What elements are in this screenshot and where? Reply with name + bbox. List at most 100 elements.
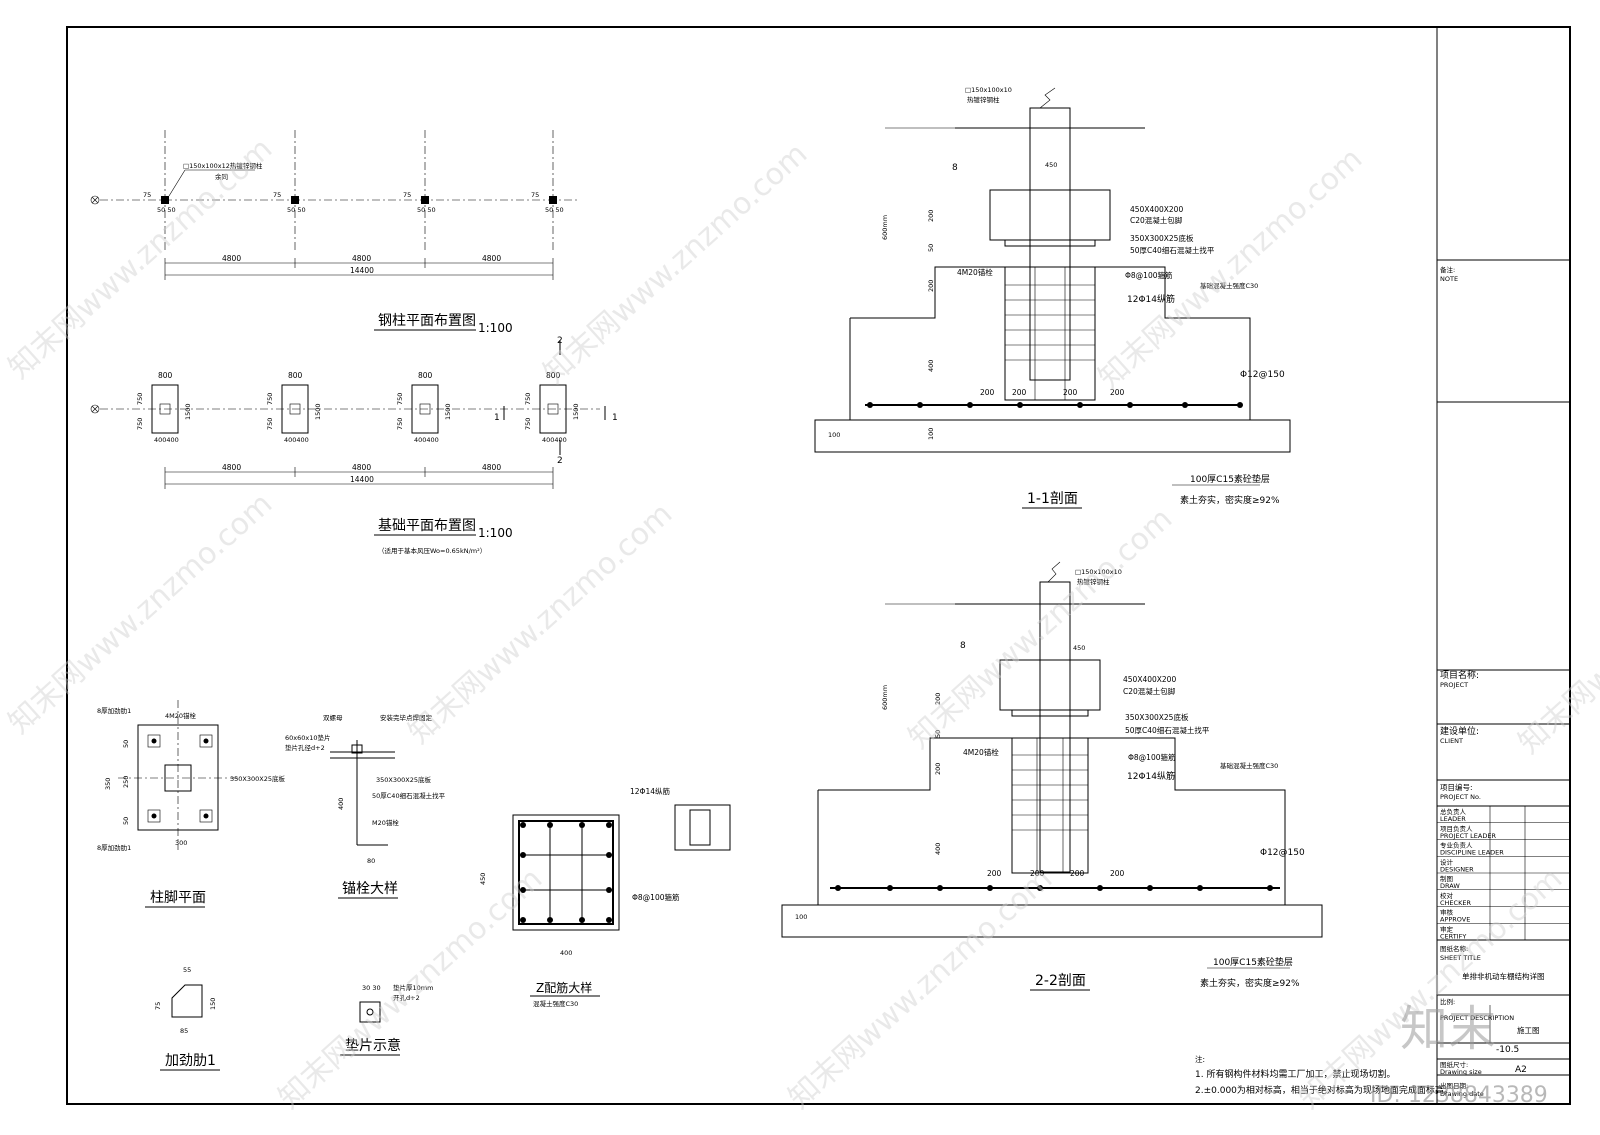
svg-text:1: 1 [494,413,500,423]
svg-text:350X300X25底板: 350X300X25底板 [376,775,431,784]
svg-text:Φ8@100箍筋: Φ8@100箍筋 [1128,752,1176,762]
svg-text:200: 200 [1110,869,1125,878]
z-rebar-detail: 12Φ14纵筋 Φ8@100箍筋 450 400 Z配筋大样 混凝土强度C30 [479,786,731,1008]
svg-text:项目名称:: 项目名称: [1440,669,1479,681]
svg-text:知末网www.znzmo.com: 知末网www.znzmo.com [782,861,1059,1116]
title-block-role-en: PROJECT LEADER [1440,832,1496,840]
column-plan-title: 钢柱平面布置图 [378,313,476,329]
title-block-role: 专业负责人 [1440,841,1473,850]
svg-text:750: 750 [524,393,532,405]
section-1-1: □150x100x10 热镀锌钢柱 450 600mm 450X400X200 … [814,86,1291,509]
svg-text:200: 200 [927,210,935,222]
svg-text:8厚加劲肋1: 8厚加劲肋1 [97,706,131,715]
stiffener-title: 加劲肋1 [165,1053,216,1069]
svg-text:素土夯实，密实度≥92%: 素土夯实，密实度≥92% [1200,977,1300,989]
svg-text:100厚C15素砼垫层: 100厚C15素砼垫层 [1190,473,1270,485]
svg-text:200: 200 [987,869,1002,878]
svg-text:200: 200 [927,280,935,292]
svg-text:50 50: 50 50 [417,206,436,214]
svg-text:75: 75 [531,191,539,199]
svg-text:450X400X200: 450X400X200 [1123,675,1176,684]
title-block-role-en: DISCIPLINE LEADER [1440,849,1504,857]
svg-text:图纸尺寸:: 图纸尺寸: [1440,1060,1468,1069]
svg-text:4800: 4800 [222,463,241,472]
svg-text:M20锚栓: M20锚栓 [372,818,399,827]
pad-title: 垫片示意 [345,1037,401,1054]
svg-text:SHEET TITLE: SHEET TITLE [1440,954,1481,962]
svg-text:比例:: 比例: [1440,997,1455,1006]
svg-text:250: 250 [122,776,130,788]
svg-text:12Φ14纵筋: 12Φ14纵筋 [630,786,670,796]
svg-text:热镀锌钢柱: 热镀锌钢柱 [967,95,1000,104]
svg-text:施工图: 施工图 [1517,1025,1540,1035]
svg-text:350X300X25底板: 350X300X25底板 [230,774,285,783]
svg-text:50: 50 [122,817,130,825]
svg-text:400: 400 [337,798,345,810]
svg-text:750: 750 [524,418,532,430]
svg-text:PROJECT No.: PROJECT No. [1440,793,1481,801]
svg-text:□150x100x10: □150x100x10 [965,86,1012,94]
svg-text:热镀锌钢柱: 热镀锌钢柱 [1077,577,1110,586]
svg-text:50厚C40细石混凝土找平: 50厚C40细石混凝土找平 [1125,725,1210,735]
svg-text:2: 2 [557,336,563,346]
svg-text:200: 200 [934,763,942,775]
svg-text:项目编号:: 项目编号: [1440,782,1473,792]
svg-text:1:100: 1:100 [478,321,513,335]
svg-text:200: 200 [1110,388,1125,397]
svg-text:余同: 余同 [215,172,228,181]
svg-text:A2: A2 [1515,1065,1527,1075]
svg-text:100: 100 [828,431,840,439]
title-block-role-en: DRAW [1440,882,1460,890]
svg-text:400: 400 [934,843,942,855]
svg-text:200: 200 [1012,388,1027,397]
title-block: 备注: NOTE 项目名称: PROJECT 建设单位: CLIENT 项目编号… [1437,265,1570,1098]
svg-text:8: 8 [952,163,958,173]
anchor-bolt-detail: 双螺母 安装完毕点焊固定 60x60x10垫片 垫片孔径d+2 350X300X… [285,713,446,899]
title-block-role: 制图 [1440,874,1453,883]
svg-text:12Φ14纵筋: 12Φ14纵筋 [1127,293,1175,305]
svg-text:知末网www.znzmo.com: 知末网www.znzmo.com [2,486,279,741]
title-block-frame [1436,26,1571,1105]
svg-text:75: 75 [273,191,281,199]
svg-text:混凝土强度C30: 混凝土强度C30 [533,999,578,1008]
svg-text:12Φ14纵筋: 12Φ14纵筋 [1127,770,1175,782]
svg-text:4800: 4800 [482,254,501,263]
svg-text:800: 800 [288,371,303,380]
svg-text:1. 所有钢构件材料均需工厂加工，禁止现场切割。: 1. 所有钢构件材料均需工厂加工，禁止现场切割。 [1195,1068,1395,1080]
svg-text:200: 200 [1030,869,1045,878]
svg-text:600mm: 600mm [881,215,889,240]
svg-text:8: 8 [960,641,966,651]
svg-text:双螺母: 双螺母 [323,713,343,722]
column-foot-title: 柱脚平面 [150,890,206,906]
svg-text:200: 200 [1063,388,1078,397]
anchor-detail-title: 锚栓大样 [342,881,398,897]
svg-text:100厚C15素砼垫层: 100厚C15素砼垫层 [1213,956,1293,968]
svg-text:100: 100 [927,428,935,440]
svg-text:85: 85 [180,1027,188,1035]
svg-text:450X400X200: 450X400X200 [1130,205,1183,214]
title-block-role: 设计 [1440,857,1454,866]
svg-text:14400: 14400 [350,266,374,275]
title-block-role: 审定 [1440,924,1454,933]
svg-text:50厚C40细石混凝土找平: 50厚C40细石混凝土找平 [1130,245,1215,255]
svg-text:450: 450 [1073,644,1085,652]
svg-text:2: 2 [557,456,563,466]
stiffener-detail: 55 75 150 85 加劲肋1 [154,966,220,1071]
svg-text:750: 750 [136,418,144,430]
svg-text:知末网www.znzmo.com: 知末网www.znzmo.com [1512,506,1600,761]
svg-text:350X300X25底板: 350X300X25底板 [1130,233,1194,243]
svg-text:-10.5: -10.5 [1496,1045,1519,1055]
svg-text:750: 750 [396,418,404,430]
svg-text:□150x100x10: □150x100x10 [1075,568,1122,576]
watermark-logo: 知末 [1400,1001,1496,1057]
watermark-id: ID: 1238843389 [1370,1083,1548,1108]
svg-text:注:: 注: [1195,1054,1205,1064]
svg-text:350: 350 [104,778,112,790]
svg-text:1: 1 [612,413,618,423]
svg-text:600mm: 600mm [881,685,889,710]
foundation-layout-plan: 800 800 800 800 400400 400400 400400 400… [90,336,618,555]
svg-text:开孔d+2: 开孔d+2 [393,994,420,1002]
svg-text:4M20锚栓: 4M20锚栓 [963,747,999,757]
svg-text:800: 800 [158,371,173,380]
svg-text:PROJECT DESCRIPTION: PROJECT DESCRIPTION [1440,1014,1514,1022]
